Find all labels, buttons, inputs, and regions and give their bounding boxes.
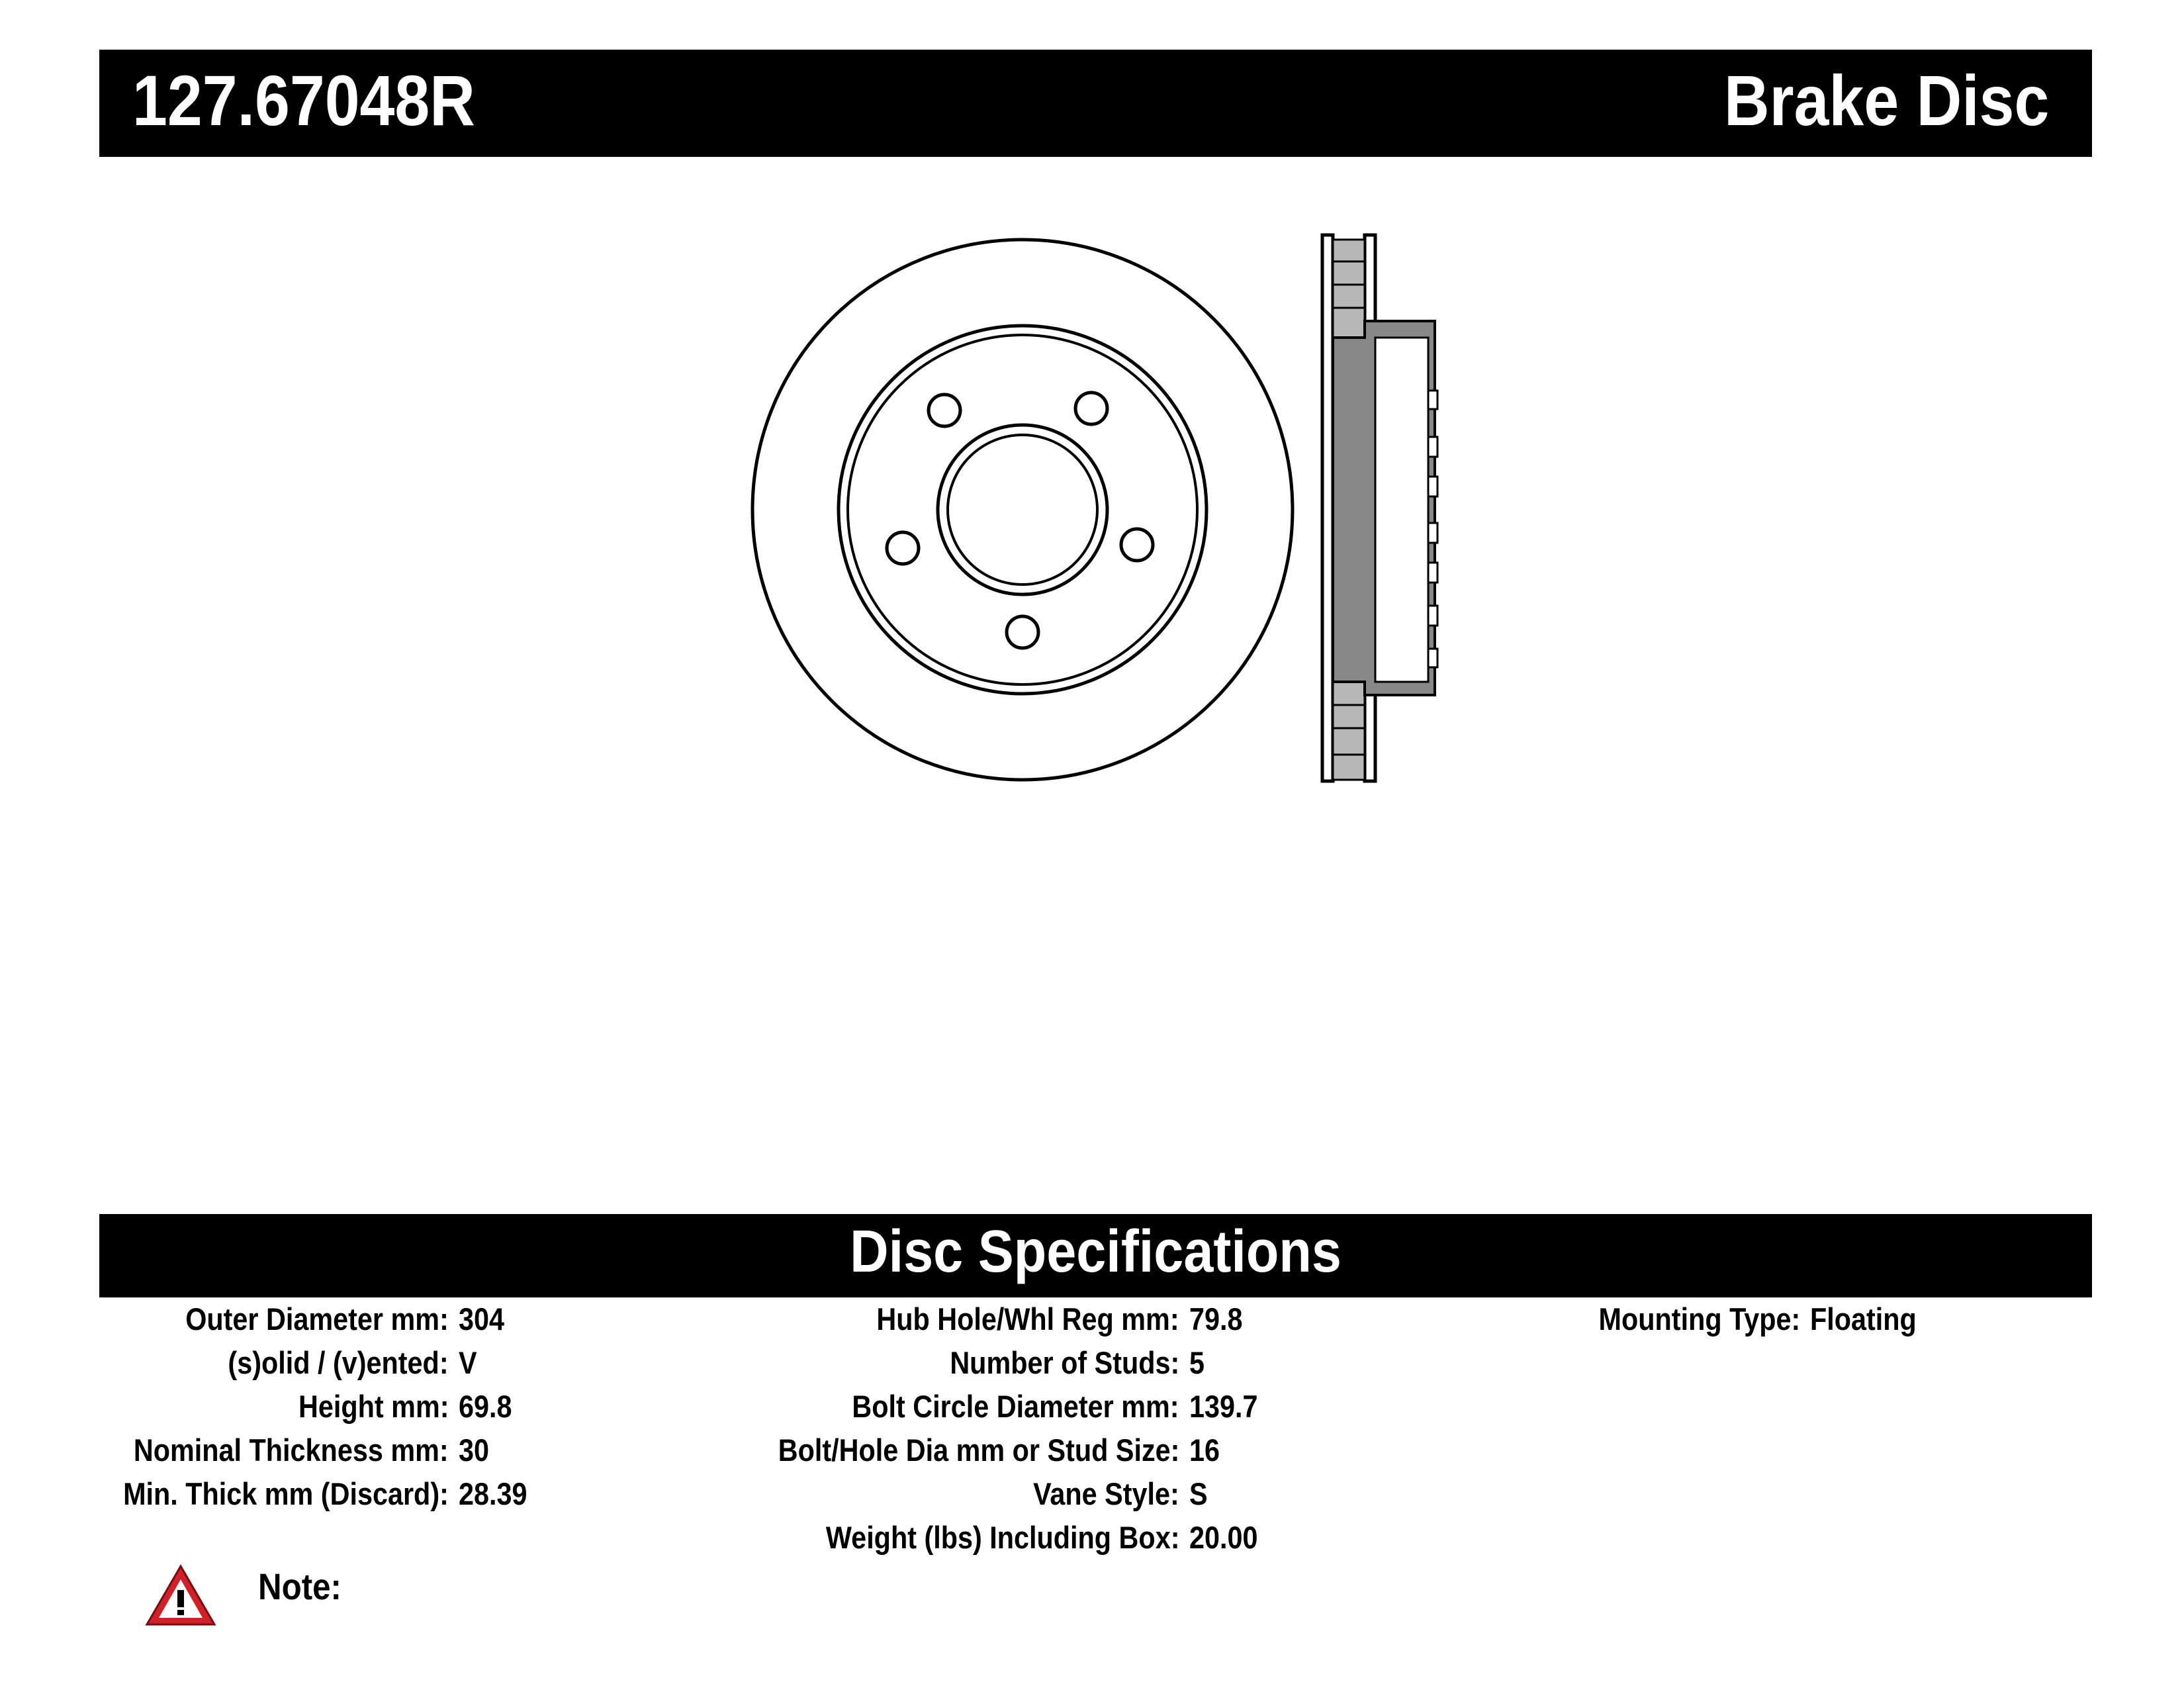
specs-heading-bar: Disc Specifications: [99, 1214, 2092, 1297]
bolt-hole: [1005, 614, 1040, 650]
vane-section-top: [1332, 238, 1366, 339]
disc-side-view: [1320, 233, 1439, 783]
note-label: Note:: [258, 1566, 341, 1607]
part-number: 127.67048R: [132, 60, 475, 140]
spec-label: Bolt/Hole Dia mm or Stud Size:: [778, 1432, 1179, 1468]
hat-outer-ring: [837, 324, 1208, 696]
spec-value: 28.39: [459, 1476, 527, 1511]
disc-front-view: [751, 238, 1295, 782]
spec-label: Vane Style:: [1033, 1476, 1179, 1511]
bolt-hole: [1119, 527, 1155, 563]
bolt-hole: [1073, 391, 1109, 426]
hat-inner-ring: [846, 334, 1199, 686]
document-title: Brake Disc: [1723, 60, 2049, 140]
hub-face-detail: [1427, 389, 1439, 669]
spec-value: V: [459, 1345, 477, 1380]
vane-ticks: [1333, 260, 1365, 756]
spec-row: Height mm:: [0, 1388, 449, 1432]
hub-hole-outer: [936, 423, 1109, 596]
hub-hole-inner: [946, 434, 1099, 586]
spec-value: Floating: [1810, 1301, 1917, 1336]
bolt-hole: [885, 530, 921, 566]
disc-outer-edge: [751, 238, 1295, 782]
spec-value: 139.7: [1189, 1389, 1258, 1424]
spec-row: Outer Diameter mm:: [0, 1301, 449, 1344]
spec-label: Mounting Type:: [1598, 1301, 1800, 1336]
spec-value: 16: [1189, 1432, 1220, 1468]
spec-row: Min. Thick mm (Discard):: [0, 1476, 449, 1519]
brake-disc-drawing: [751, 233, 1439, 783]
spec-label: Height mm:: [298, 1389, 449, 1424]
spec-label: Number of Studs:: [950, 1345, 1179, 1380]
spec-row: (s)olid / (v)ented:: [0, 1344, 449, 1388]
specs-column-3: Mounting Type:: [0, 1301, 1800, 1344]
spec-label: Weight (lbs) Including Box:: [825, 1520, 1179, 1555]
spec-row: Nominal Thickness mm:: [0, 1432, 449, 1476]
spec-label: Min. Thick mm (Discard):: [123, 1476, 449, 1511]
spec-label: Nominal Thickness mm:: [134, 1432, 449, 1468]
spec-value: 20.00: [1189, 1520, 1258, 1555]
header-bar: 127.67048R Brake Disc: [99, 50, 2092, 157]
specs-heading: Disc Specifications: [850, 1219, 1342, 1285]
spec-label: Hub Hole/Whl Reg mm:: [876, 1301, 1179, 1336]
rotor-face-outer: [1320, 233, 1335, 783]
spec-value: 30: [459, 1432, 490, 1468]
vane-section-bottom: [1332, 680, 1366, 781]
hat-inner-cutout: [1374, 336, 1430, 683]
spec-value: S: [1189, 1476, 1208, 1511]
spec-value: 69.8: [459, 1389, 512, 1424]
spec-value: 79.8: [1189, 1301, 1243, 1336]
spec-label: Outer Diameter mm:: [185, 1301, 449, 1336]
spec-label: Bolt Circle Diameter mm:: [852, 1389, 1179, 1424]
specs-column-1: Outer Diameter mm: (s)olid / (v)ented: H…: [0, 1301, 449, 1519]
bolt-hole: [927, 393, 962, 428]
spec-label: (s)olid / (v)ented:: [228, 1345, 449, 1380]
spec-value: 304: [459, 1301, 505, 1336]
spec-value: 5: [1189, 1345, 1205, 1380]
specs-column-2: Hub Hole/Whl Reg mm: Number of Studs: Bo…: [0, 1301, 1179, 1563]
warning-triangle-icon: [145, 1564, 216, 1626]
note-area: Note:: [144, 1562, 409, 1635]
